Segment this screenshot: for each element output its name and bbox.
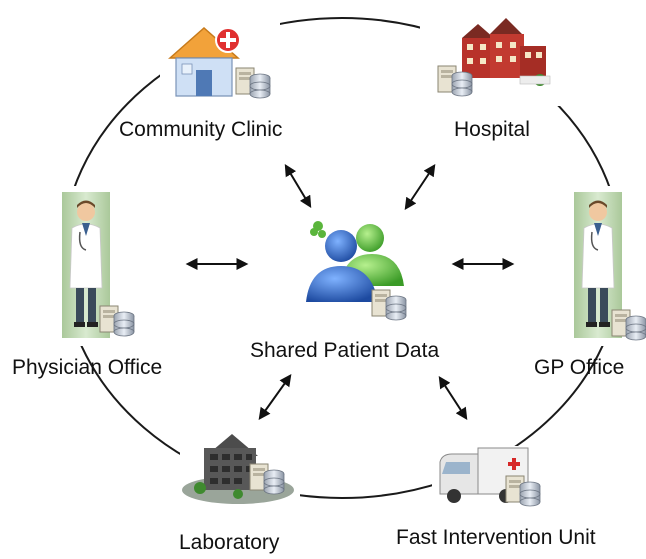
arrow-fast-intervention-unit — [438, 375, 468, 421]
fast-intervention-unit-label: Fast Intervention Unit — [396, 526, 596, 549]
clinic-house-icon — [168, 26, 271, 99]
community-clinic-label: Community Clinic — [119, 118, 283, 141]
arrow-community-clinic — [284, 163, 312, 209]
hospital-building-icon — [437, 18, 551, 97]
ambulance-icon — [439, 447, 541, 507]
shared-patient-data-label: Shared Patient Data — [250, 339, 440, 362]
shared-users-icon — [306, 221, 407, 321]
laboratory-label: Laboratory — [179, 531, 280, 554]
gp-office-label: GP Office — [534, 356, 625, 379]
laboratory-building-icon — [182, 434, 294, 504]
arrow-hospital — [404, 164, 436, 210]
connection-arrows — [185, 163, 515, 421]
physician-office-label: Physician Office — [12, 356, 163, 379]
arrow-laboratory — [258, 374, 292, 420]
hospital-label: Hospital — [454, 118, 530, 141]
